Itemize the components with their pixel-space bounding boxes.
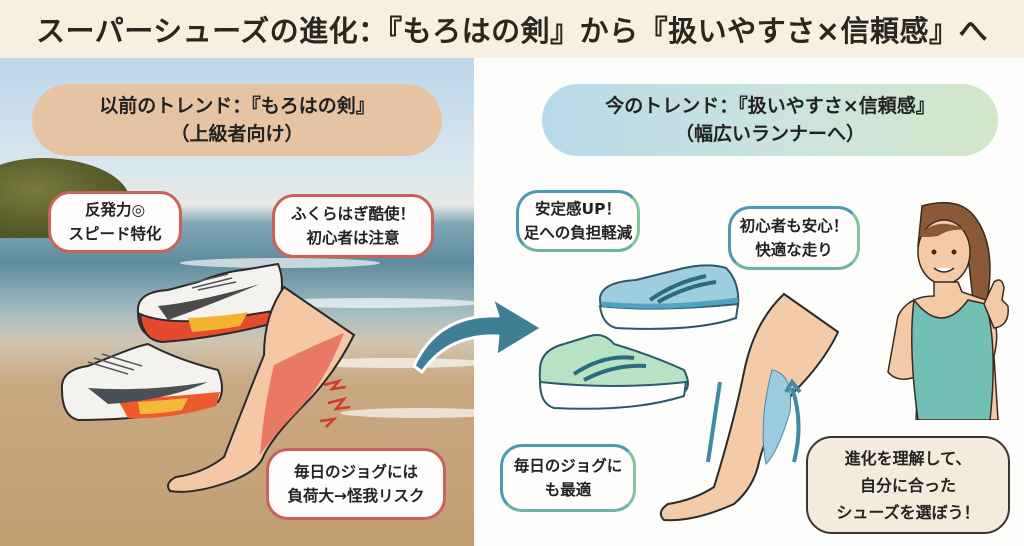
bubble-text: スピード特化 [68, 225, 162, 243]
speech-bubble-stability: 安定感UP！ 足への負担軽減 [516, 190, 640, 252]
bubble-text: 初心者は注意 [306, 229, 400, 247]
racing-shoe-icon [136, 262, 283, 344]
previous-trend-subtitle: （上級者向け） [170, 123, 304, 145]
transition-arrow-icon [412, 296, 544, 374]
previous-trend-title: 以前のトレンド：『もろはの剣』 [99, 95, 375, 117]
bubble-text: 毎日のジョグに [513, 457, 623, 475]
wave-decoration [180, 258, 380, 268]
bubble-text: 安定感UP！ [535, 200, 621, 218]
speech-bubble-injury-risk: 毎日のジョグには 負荷大→怪我リスク [266, 448, 446, 520]
strained-leg-illustration [167, 285, 356, 493]
callout-text: 自分に合った [859, 475, 956, 495]
callout-text: 進化を理解して、 [844, 448, 972, 468]
speech-bubble-rebound: 反発力◎ スピード特化 [48, 191, 182, 253]
stable-shoe-icon [538, 334, 689, 410]
speech-bubble-calf-warning: ふくらはぎ酷使！ 初心者は注意 [272, 194, 434, 258]
bubble-text: 毎日のジョグには [293, 463, 418, 481]
wave-decoration [300, 358, 474, 368]
bubble-text: ふくらはぎ酷使！ [290, 205, 415, 223]
bubble-text: も最適 [544, 481, 592, 499]
wave-decoration [340, 408, 474, 418]
callout-text: シューズを選ぼう！ [836, 502, 980, 522]
speech-bubble-daily-jog: 毎日のジョグに も最適 [500, 444, 636, 512]
previous-trend-heading: 以前のトレンド：『もろはの剣』 （上級者向け） [32, 84, 442, 156]
current-trend-heading: 今のトレンド：『扱いやすさ×信頼感』 （幅広いランナーへ） [542, 84, 998, 156]
bubble-text: 初心者も安心！ [739, 217, 849, 235]
current-trend-title: 今のトレンド：『扱いやすさ×信頼感』 [605, 95, 935, 117]
current-trend-subtitle: （幅広いランナーへ） [674, 123, 865, 145]
runner-woman-illustration [887, 201, 1009, 420]
wave-decoration [260, 298, 474, 308]
bubble-text: 負荷大→怪我リスク [287, 487, 425, 505]
stable-shoe-icon [598, 264, 740, 330]
racing-shoe-icon [60, 342, 223, 422]
header-banner: スーパーシューズの進化：『もろはの剣』から『扱いやすさ×信頼感』へ [0, 0, 1024, 58]
bubble-text: 足への負担軽減 [523, 224, 633, 242]
conclusion-callout: 進化を理解して、 自分に合った シューズを選ぼう！ [806, 436, 1010, 534]
healthy-leg-illustration [659, 292, 840, 522]
speech-bubble-beginner-safe: 初心者も安心！ 快適な走り [728, 206, 860, 270]
bubble-text: 快適な走り [755, 241, 833, 259]
bubble-text: 反発力◎ [84, 201, 146, 219]
page-title: スーパーシューズの進化：『もろはの剣』から『扱いやすさ×信頼感』へ [36, 14, 988, 48]
